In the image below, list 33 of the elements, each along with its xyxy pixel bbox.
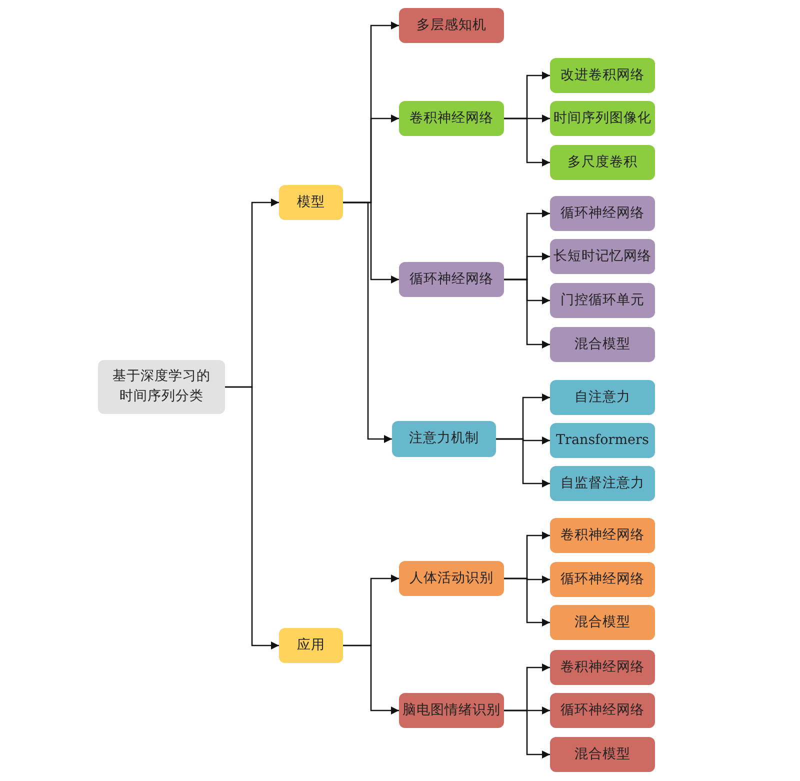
- category-box: 卷积神经网络: [399, 101, 504, 136]
- category-box: 应用: [279, 628, 343, 663]
- category-box: 模型: [279, 185, 343, 220]
- category-box: 循环神经网络: [550, 562, 655, 597]
- category-box: 循环神经网络: [550, 196, 655, 231]
- category-box: 卷积神经网络: [550, 518, 655, 553]
- arrow: [343, 644, 399, 714]
- category-box: 循环神经网络: [399, 262, 504, 297]
- category-box: 混合模型: [550, 327, 655, 362]
- arrow: [504, 278, 550, 348]
- category-box: 注意力机制: [392, 421, 496, 457]
- arrow: [496, 438, 550, 488]
- category-box: 门控循环单元: [550, 283, 655, 318]
- category-box: 人体活动识别: [399, 561, 504, 596]
- arrow: [225, 386, 279, 650]
- arrow: [504, 118, 550, 166]
- category-box: 基于深度学习的时间序列分类: [98, 360, 225, 414]
- category-box: 自注意力: [550, 380, 655, 415]
- category-box: 脑电图情绪识别: [399, 693, 504, 728]
- category-box: 循环神经网络: [550, 693, 655, 728]
- arrow: [504, 710, 550, 758]
- category-box: 长短时记忆网络: [550, 239, 655, 274]
- arrow: [343, 202, 392, 443]
- category-box: 卷积神经网络: [550, 650, 655, 685]
- category-box: 混合模型: [550, 605, 655, 640]
- category-box: Transformers: [550, 423, 655, 458]
- category-box: 混合模型: [550, 737, 655, 772]
- category-box: 时间序列图像化: [550, 101, 655, 136]
- category-box: 多尺度卷积: [550, 145, 655, 180]
- category-box: 改进卷积网络: [550, 58, 655, 93]
- category-box: 多层感知机: [399, 8, 504, 43]
- arrow: [504, 578, 550, 626]
- category-box: 自监督注意力: [550, 466, 655, 501]
